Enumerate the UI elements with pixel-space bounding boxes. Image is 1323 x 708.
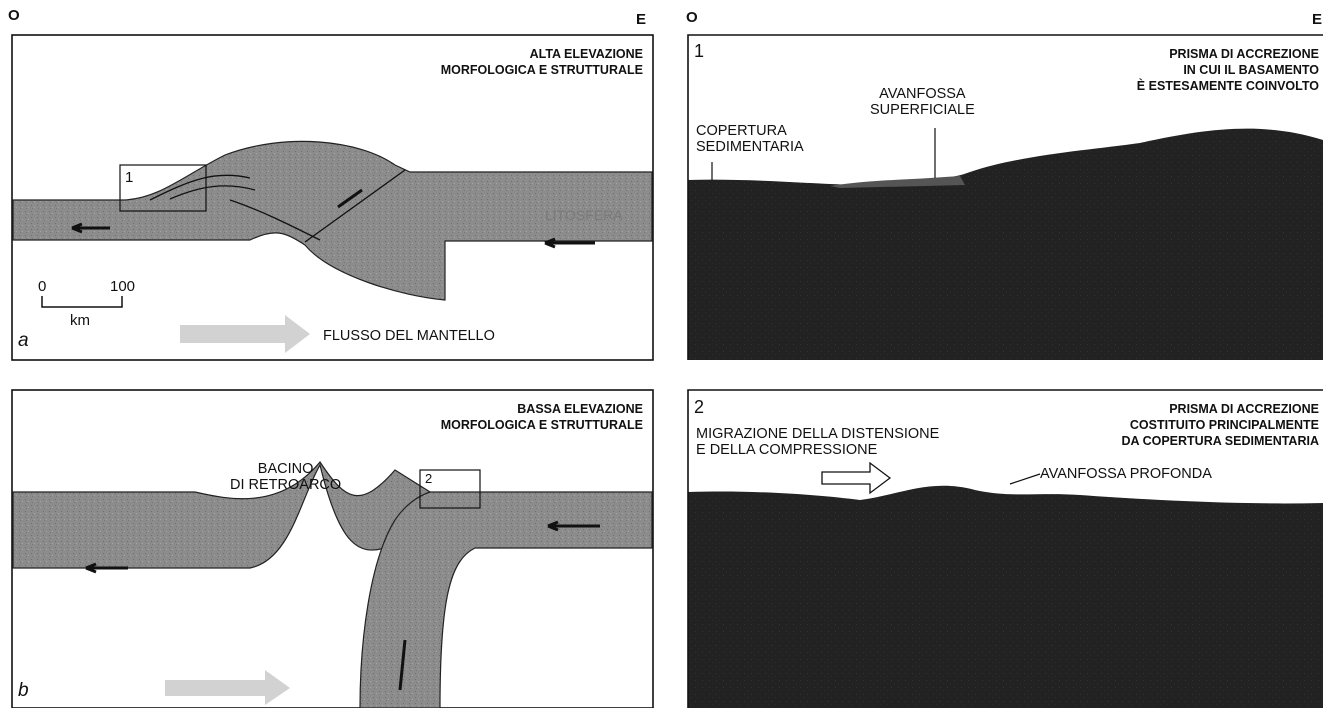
panel-1-number: 1 xyxy=(694,42,704,60)
inset-number-2: 2 xyxy=(425,472,432,485)
inset-number-1: 1 xyxy=(125,170,133,185)
east-label-1: E xyxy=(1312,12,1322,27)
cover-label: COPERTURA SEDIMENTARIA xyxy=(696,123,804,155)
panel-2-number: 2 xyxy=(694,398,704,416)
panel-b-tag: b xyxy=(18,681,29,700)
migration-arrow xyxy=(822,463,890,493)
panel-a-heading: ALTA ELEVAZIONE MORFOLOGICA E STRUTTURAL… xyxy=(441,46,643,78)
scale-unit-label: km xyxy=(70,313,90,328)
east-label-a: E xyxy=(636,12,646,27)
panel-2-section xyxy=(688,486,1323,708)
panel-b xyxy=(12,390,653,708)
litosfera-label: LITOSFERA xyxy=(545,208,623,222)
scale-zero-label: 0 xyxy=(38,279,46,294)
foredeep-deep-leader-line xyxy=(1010,474,1040,484)
panel-1-heading: PRISMA DI ACCREZIONE IN CUI IL BASAMENTO… xyxy=(1137,46,1319,94)
scale-hundred-label: 100 xyxy=(110,279,135,294)
deep-foredeep-label: AVANFOSSA PROFONDA xyxy=(1040,466,1212,482)
west-label-a: O xyxy=(8,8,20,23)
shallow-foredeep-label: AVANFOSSA SUPERFICIALE xyxy=(870,86,975,118)
basin-label: BACINO DI RETROARCO xyxy=(230,461,341,493)
panel-a xyxy=(12,35,653,360)
panel-a-tag: a xyxy=(18,331,29,350)
panel-b-heading: BASSA ELEVAZIONE MORFOLOGICA E STRUTTURA… xyxy=(441,401,643,433)
panel-2-heading: PRISMA DI ACCREZIONE COSTITUITO PRINCIPA… xyxy=(1122,401,1319,449)
migration-label: MIGRAZIONE DELLA DISTENSIONE E DELLA COM… xyxy=(696,426,939,458)
west-label-1: O xyxy=(686,10,698,25)
panel-1-section xyxy=(688,129,1323,360)
mantle-flow-label: FLUSSO DEL MANTELLO xyxy=(323,328,495,344)
